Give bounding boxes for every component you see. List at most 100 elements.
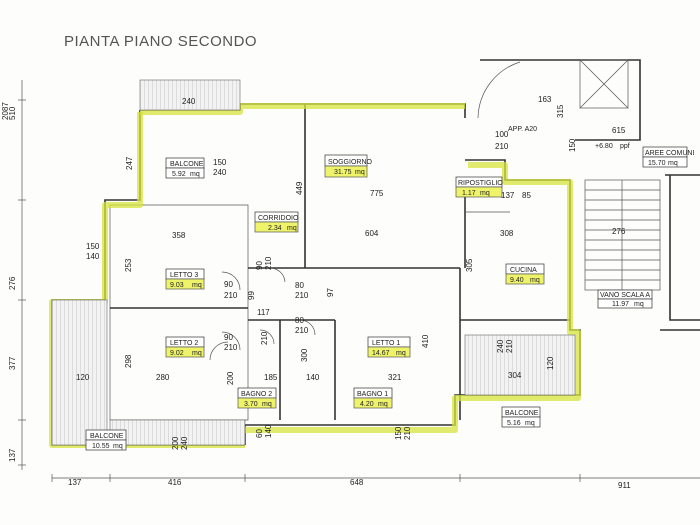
dimension: 240 [182,97,196,106]
dimension: 276 [612,227,626,236]
room-name: BAGNO 2 [241,391,272,398]
dimension: 276 [8,276,17,290]
dimension: 416 [168,478,182,487]
left-dimension-line [18,80,26,470]
dimension: 210 [403,426,412,440]
dimension: 99 [247,291,256,300]
svg-text:ppf: ppf [620,143,630,150]
room-cucina: CUCINA 9.40 mq [505,263,545,285]
room-name: BALCONE [170,161,204,168]
dimension: 80 [295,316,304,325]
room-name: BAGNO 1 [357,391,388,398]
dimension: 200 [171,436,180,450]
dimension: 240 [180,436,189,450]
dimension: 305 [465,258,474,272]
dimension: 97 [326,288,335,297]
room-unit: mq [668,160,678,167]
room-unit: mq [113,443,123,450]
dimension: 280 [156,373,170,382]
room-area: 9.02 [170,350,184,357]
room-balcone-left: BALCONE 10.55 mq [85,429,127,451]
dimension: 137 [68,478,82,487]
svg-text:+6.80: +6.80 [595,143,613,150]
dimension: 200 [226,371,235,385]
room-unit: mq [262,401,272,408]
room-area: 31.75 [334,169,352,176]
room-letto2: LETTO 2 9.02 mq [165,336,205,358]
room-bagno1: BAGNO 1 4.20 mq [353,387,393,409]
dimension: 120 [546,356,555,370]
dimension: 210 [260,331,269,345]
room-letto1: LETTO 1 14.67 mq [367,336,411,358]
room-unit: mq [287,225,297,232]
dimension: 150 [394,426,403,440]
dimension: 2087 [1,102,10,120]
dimension: 358 [172,231,186,240]
room-corridoio: CORRIDOIO 2.34 mq [254,211,299,233]
dimension: 210 [505,339,514,353]
level-label: +6.80 ppf [595,143,630,150]
dimension: 304 [508,371,522,380]
dimension: 321 [388,373,402,382]
dimension: 137 [8,448,17,462]
room-unit: mq [480,190,490,197]
dimension: 247 [125,156,134,170]
dimension: 298 [124,354,133,368]
room-name: LETTO 1 [372,340,400,347]
dimension: 240 [213,168,227,177]
room-unit: mq [525,420,535,427]
dimension: 648 [350,478,364,487]
dimension: 90 [255,261,264,270]
room-unit: mq [355,169,365,176]
balcone-left-hatch [51,299,108,446]
room-area: 9.03 [170,282,184,289]
room-name: LETTO 3 [170,272,198,279]
dimension-labels: 240 163 315 615 100 210 150 510 2087 247… [1,95,631,490]
dimension: 615 [612,126,626,135]
apartment-label: APP. A20 [508,126,537,133]
dimension: 140 [86,252,100,261]
dimension: 210 [264,256,273,270]
room-aree-comuni: AREE COMUNI 15.70 mq [642,146,694,168]
dimension: 911 [618,481,631,490]
dimension: 377 [8,356,17,370]
dimension: 210 [224,343,238,352]
dimension: 150 [568,138,577,152]
room-vano-scala: VANO SCALA A 11.97 mq [597,289,653,309]
room-balcone-right: BALCONE 5.16 mq [501,406,541,428]
room-unit: mq [192,282,202,289]
room-ripostiglio: RIPOSTIGLIO 1.17 mq [455,176,503,198]
room-area: 5.92 [172,171,186,178]
dimension: 210 [224,291,238,300]
room-area: 15.70 [648,160,666,167]
room-area: 3.70 [244,401,258,408]
dimension: 163 [538,95,552,104]
dimension: 117 [257,308,270,317]
dimension: 85 [522,191,531,200]
dimension: 253 [124,258,133,272]
room-unit: mq [190,171,200,178]
room-name: BALCONE [90,433,124,440]
balcone-right-hatch [464,334,576,396]
room-area: 5.16 [507,420,521,427]
room-unit: mq [396,350,406,357]
room-name: VANO SCALA A [600,292,650,299]
stair-steps [585,189,660,281]
room-name: LETTO 2 [170,340,198,347]
room-letto3: LETTO 3 9.03 mq [165,268,205,290]
room-unit: mq [530,277,540,284]
dimension: 410 [421,334,430,348]
room-area: 9.40 [510,277,524,284]
room-area: 11.97 [612,301,629,308]
door-swings [209,267,316,361]
dimension: 308 [500,229,514,238]
bottom-dimension-line [51,474,700,482]
dimension: 210 [295,291,309,300]
room-name: BALCONE [505,410,539,417]
room-unit: mq [634,301,644,308]
room-area: 14.67 [372,350,390,357]
room-bagno2: BAGNO 2 3.70 mq [237,387,277,409]
dimension: 100 [495,130,509,139]
dimension: 240 [496,339,505,353]
